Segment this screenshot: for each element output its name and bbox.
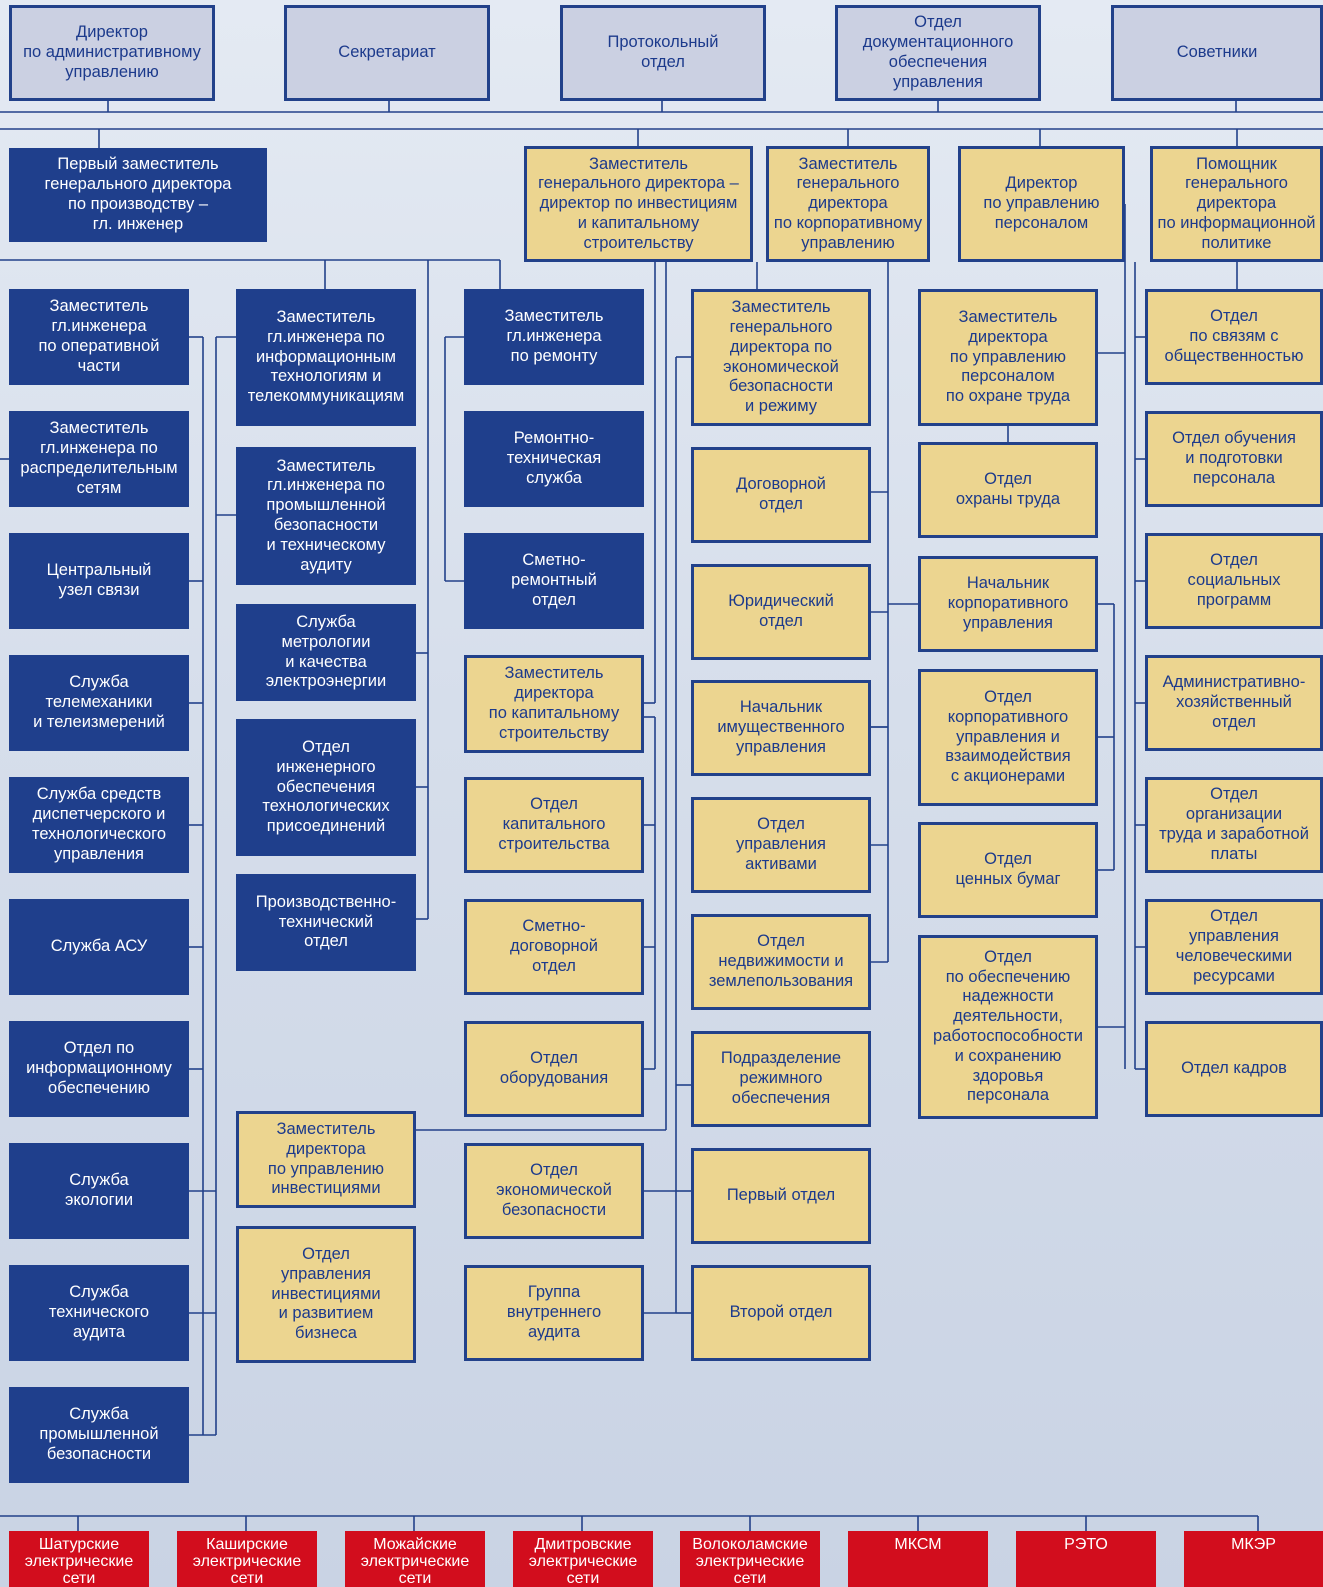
public-relations-department-box: Отдел по связям с общественностью	[1145, 289, 1323, 385]
real-estate-land-department-box: Отдел недвижимости и землепользования	[691, 914, 871, 1010]
personnel-department-box: Отдел кадров	[1145, 1021, 1323, 1117]
estimate-repair-department-box: Сметно- ремонтный отдел	[464, 533, 644, 629]
first-department-box: Первый отдел	[691, 1148, 871, 1244]
estimate-contract-department-box: Сметно- договорной отдел	[464, 899, 644, 995]
internal-audit-group-box: Группа внутреннего аудита	[464, 1265, 644, 1361]
technical-audit-service-box: Служба технического аудита	[9, 1265, 189, 1361]
document-support-department-box: Отдел документационного обеспечения упра…	[835, 5, 1041, 101]
deputy-chief-engineer-it-box: Заместитель гл.инженера по информационны…	[236, 289, 416, 426]
advisors-box: Советники	[1111, 5, 1323, 101]
branch-volokolamsk-box: Волоколамские электрические сети	[680, 1531, 820, 1587]
deputy-chief-engineer-operations-box: Заместитель гл.инженера по оперативной ч…	[9, 289, 189, 385]
training-department-box: Отдел обучения и подготовки персонала	[1145, 411, 1323, 507]
equipment-department-box: Отдел оборудования	[464, 1021, 644, 1117]
asset-management-department-box: Отдел управления активами	[691, 797, 871, 893]
secretariat-box: Секретариат	[284, 5, 490, 101]
economic-security-department-box: Отдел экономической безопасности	[464, 1143, 644, 1239]
economic-security-deputy-box: Заместитель генерального директора по эк…	[691, 289, 871, 426]
property-management-head-box: Начальник имущественного управления	[691, 680, 871, 776]
deputy-chief-engineer-safety-audit-box: Заместитель гл.инженера по промышленной …	[236, 447, 416, 585]
branch-reto-box: РЭТО	[1016, 1531, 1156, 1587]
dispatch-control-service-box: Служба средств диспетчерского и технолог…	[9, 777, 189, 873]
first-deputy-chief-engineer-box: Первый заместитель генерального директор…	[9, 148, 267, 242]
production-technical-department-box: Производственно- технический отдел	[236, 874, 416, 971]
labor-protection-deputy-box: Заместитель директора по управлению перс…	[918, 289, 1098, 426]
repair-technical-service-box: Ремонтно- техническая служба	[464, 411, 644, 507]
investment-business-development-department-box: Отдел управления инвестициями и развитие…	[236, 1226, 416, 1363]
central-communication-hub-box: Центральный узел связи	[9, 533, 189, 629]
contract-department-box: Договорной отдел	[691, 447, 871, 543]
capital-construction-department-box: Отдел капитального строительства	[464, 777, 644, 873]
metrology-service-box: Служба метрологии и качества электроэнер…	[236, 604, 416, 701]
industrial-safety-service-box: Служба промышленной безопасности	[9, 1387, 189, 1483]
corporate-governance-head-box: Начальник корпоративного управления	[918, 556, 1098, 652]
human-resources-management-department-box: Отдел управления человеческими ресурсами	[1145, 899, 1323, 995]
legal-department-box: Юридический отдел	[691, 564, 871, 660]
second-department-box: Второй отдел	[691, 1265, 871, 1361]
investment-management-deputy-box: Заместитель директора по управлению инве…	[236, 1111, 416, 1208]
shareholder-relations-department-box: Отдел корпоративного управления и взаимо…	[918, 669, 1098, 806]
deputy-chief-engineer-distribution-box: Заместитель гл.инженера по распределител…	[9, 411, 189, 507]
personnel-director-box: Директор по управлению персоналом	[958, 146, 1125, 262]
branch-dmitrov-box: Дмитровские электрические сети	[513, 1531, 653, 1587]
asu-service-box: Служба АСУ	[9, 899, 189, 995]
branch-mozhaisk-box: Можайские электрические сети	[345, 1531, 485, 1587]
deputy-chief-engineer-repair-box: Заместитель гл.инженера по ремонту	[464, 289, 644, 385]
labor-protection-department-box: Отдел охраны труда	[918, 442, 1098, 538]
ecology-service-box: Служба экологии	[9, 1143, 189, 1239]
reliability-health-department-box: Отдел по обеспечению надежности деятельн…	[918, 935, 1098, 1119]
capital-construction-deputy-box: Заместитель директора по капитальному ст…	[464, 655, 644, 753]
telemechanics-service-box: Служба телемеханики и телеизмерений	[9, 655, 189, 751]
branch-kashira-box: Каширские электрические сети	[177, 1531, 317, 1587]
securities-department-box: Отдел ценных бумаг	[918, 822, 1098, 918]
investments-deputy-box: Заместитель генерального директора – дир…	[524, 146, 753, 262]
engineering-connections-department-box: Отдел инженерного обеспечения технологич…	[236, 719, 416, 856]
admin-director-box: Директор по административному управлению	[9, 5, 215, 101]
labor-wages-department-box: Отдел организации труда и заработной пла…	[1145, 777, 1323, 873]
corporate-deputy-box: Заместитель генерального директора по ко…	[766, 146, 930, 262]
info-policy-assistant-box: Помощник генерального директора по инфор…	[1150, 146, 1323, 262]
social-programs-department-box: Отдел социальных программ	[1145, 533, 1323, 629]
branch-mker-box: МКЭР	[1184, 1531, 1323, 1587]
protocol-department-box: Протокольный отдел	[560, 5, 766, 101]
information-support-department-box: Отдел по информационному обеспечению	[9, 1021, 189, 1117]
branch-mksm-box: МКСМ	[848, 1531, 988, 1587]
administrative-economic-department-box: Административно- хозяйственный отдел	[1145, 655, 1323, 751]
regime-support-unit-box: Подразделение режимного обеспечения	[691, 1031, 871, 1127]
branch-shatura-box: Шатурские электрические сети	[9, 1531, 149, 1587]
